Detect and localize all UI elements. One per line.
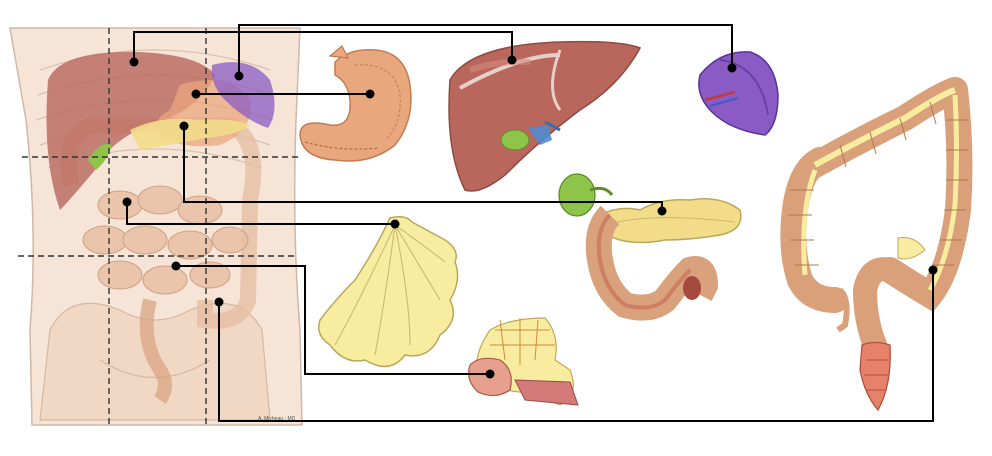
connector-lines — [126, 24, 934, 422]
dot-small-bowel — [485, 369, 495, 379]
small-bowel-segment-icon — [468, 317, 579, 406]
torso-anatomy-icon: A. Micheau - MD — [9, 27, 303, 426]
connector-small-bowel — [176, 265, 490, 375]
mesentery-icon — [318, 215, 459, 368]
dot-liver — [507, 55, 517, 65]
dot-liver-torso — [129, 57, 139, 67]
dot-stomach-torso — [191, 89, 201, 99]
liver-icon — [448, 40, 642, 192]
dot-small-bowel-torso — [171, 261, 181, 271]
dot-stomach — [365, 89, 375, 99]
pancreas-duodenum-icon — [558, 173, 742, 321]
credit-label: A. Micheau - MD — [258, 416, 296, 422]
dot-spleen-torso — [234, 71, 244, 81]
connector-liver — [133, 31, 513, 62]
connector-mesentery — [126, 202, 395, 225]
spleen-icon — [698, 51, 779, 136]
dot-spleen — [727, 63, 737, 73]
dot-colon-torso — [214, 297, 224, 307]
connector-colon — [218, 270, 934, 422]
connector-dots — [122, 55, 938, 379]
dot-pancreas — [657, 206, 667, 216]
dot-colon — [928, 265, 938, 275]
connector-spleen — [238, 24, 733, 76]
dot-mesentery-torso — [122, 197, 132, 207]
dot-mesentery — [390, 219, 400, 229]
colon-icon — [780, 77, 973, 412]
stomach-icon — [299, 45, 412, 162]
dot-pancreas-torso — [179, 121, 189, 131]
